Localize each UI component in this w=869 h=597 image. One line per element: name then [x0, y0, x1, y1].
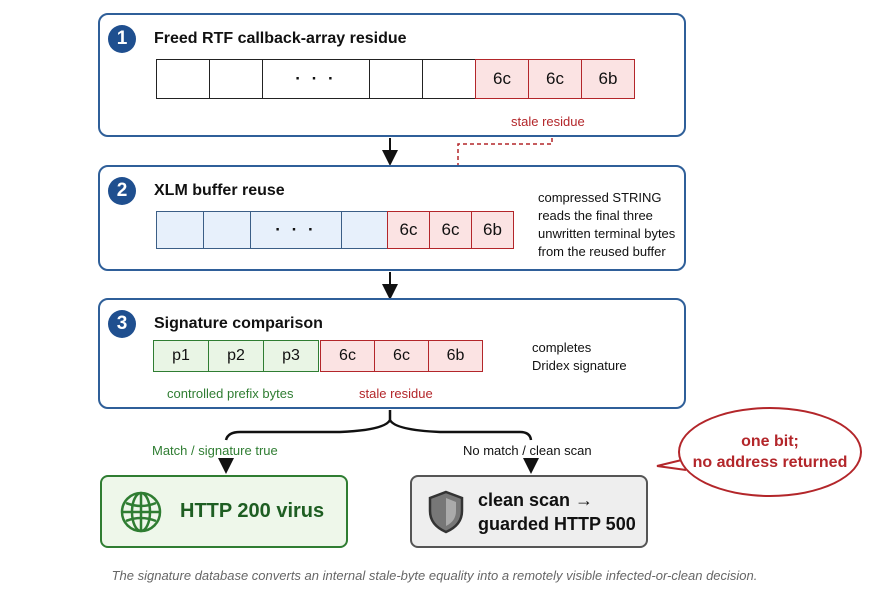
memory-cell — [209, 59, 263, 99]
step-number-2: 2 — [108, 177, 136, 205]
note-line: Dridex signature — [532, 358, 627, 373]
prefix-byte: p1 — [153, 340, 209, 372]
residue-byte: 6b — [581, 59, 635, 99]
clean-result-line: guarded HTTP 500 — [478, 513, 636, 534]
one-bit-callout: one bit; no address returned — [678, 407, 862, 497]
buffer-cell-ellipsis: · · · — [250, 211, 342, 249]
reuse-note: compressed STRING reads the final three … — [538, 189, 675, 261]
virus-result-text: HTTP 200 virus — [180, 500, 325, 522]
residue-row-3: 6c 6c 6b — [320, 340, 483, 372]
residue-byte: 6b — [428, 340, 483, 372]
note-line: unwritten terminal bytes — [538, 226, 676, 241]
residue-byte: 6c — [528, 59, 582, 99]
memory-row-2: · · · 6c 6c 6b — [156, 211, 514, 249]
note-line: from the reused buffer — [538, 244, 666, 259]
panel-title-3: Signature comparison — [154, 315, 323, 332]
residue-byte: 6b — [471, 211, 514, 249]
virus-result-box: HTTP 200 virus — [100, 475, 348, 548]
panel-title-1: Freed RTF callback-array residue — [154, 30, 407, 47]
panel-xlm-reuse: 2 XLM buffer reuse · · · 6c 6c 6b compre… — [98, 165, 686, 271]
globe-icon — [118, 489, 164, 535]
clean-result-text: clean scan → guarded HTTP 500 — [478, 488, 636, 536]
clean-result-line: clean scan → — [478, 489, 594, 510]
residue-byte: 6c — [475, 59, 529, 99]
note-line: compressed STRING — [538, 190, 662, 205]
prefix-byte: p3 — [263, 340, 319, 372]
clean-result-box: clean scan → guarded HTTP 500 — [410, 475, 648, 548]
note-line: completes — [532, 340, 592, 355]
prefix-label: controlled prefix bytes — [167, 386, 294, 401]
note-line: reads the final three — [538, 208, 653, 223]
panel-freed-residue: 1 Freed RTF callback-array residue · · ·… — [98, 13, 686, 137]
step-number-1: 1 — [108, 25, 136, 53]
no-match-branch-label: No match / clean scan — [463, 443, 592, 458]
memory-row-1: · · · 6c 6c 6b — [156, 59, 635, 99]
signature-note: completes Dridex signature — [532, 339, 627, 375]
stale-residue-label-3: stale residue — [359, 386, 433, 401]
memory-cell-ellipsis: · · · — [262, 59, 370, 99]
residue-byte: 6c — [429, 211, 472, 249]
panel-signature-comparison: 3 Signature comparison p1 p2 p3 6c 6c 6b… — [98, 298, 686, 409]
residue-byte: 6c — [320, 340, 375, 372]
memory-cell — [156, 59, 210, 99]
panel-title-2: XLM buffer reuse — [154, 182, 285, 199]
buffer-cell — [156, 211, 204, 249]
branch-lines — [224, 410, 533, 441]
prefix-byte: p2 — [208, 340, 264, 372]
stale-residue-label-1: stale residue — [511, 114, 585, 129]
memory-cell — [422, 59, 476, 99]
residue-byte: 6c — [387, 211, 430, 249]
buffer-cell — [341, 211, 388, 249]
buffer-cell — [203, 211, 251, 249]
prefix-row: p1 p2 p3 — [153, 340, 319, 372]
residue-byte: 6c — [374, 340, 429, 372]
step-number-3: 3 — [108, 310, 136, 338]
shield-icon — [426, 489, 466, 535]
match-branch-label: Match / signature true — [152, 443, 278, 458]
callout-line: one bit; — [741, 433, 799, 450]
memory-cell — [369, 59, 423, 99]
callout-line: no address returned — [692, 454, 848, 471]
figure-caption: The signature database converts an inter… — [111, 568, 758, 583]
